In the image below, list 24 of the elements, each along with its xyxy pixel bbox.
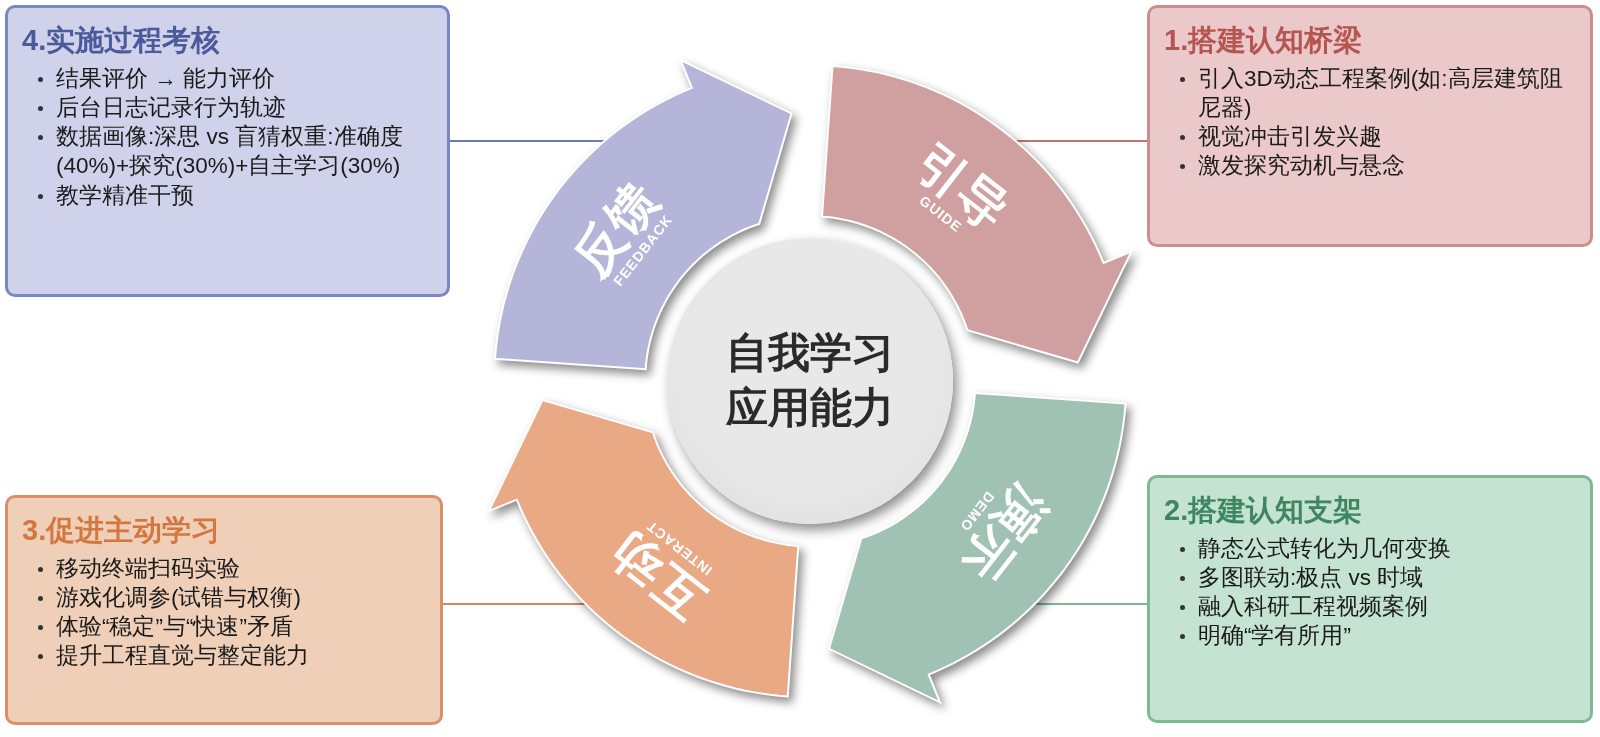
center-title: 自我学习应用能力	[724, 328, 895, 433]
info-card	[5, 495, 443, 725]
bullet-text: 多图联动:极点 vs 时域	[1198, 564, 1424, 590]
bullet-text: 静态公式转化为几何变换	[1198, 535, 1451, 561]
info-card	[5, 5, 450, 297]
bullet-text: 教学精准干预	[56, 182, 194, 208]
info-card	[1147, 5, 1593, 247]
bullet-text: 数据画像:深思 vs 盲猜权重:准确度(40%)+探究(30%)+自主学习(30%)	[56, 124, 403, 179]
bullet-text: 融入科研工程视频案例	[1198, 594, 1428, 620]
card-heading: 3.促进主动学习	[22, 513, 222, 548]
bullet-text: 体验“稳定”与“快速”矛盾	[56, 614, 293, 640]
bullet-text: 结果评价 → 能力评价	[56, 65, 275, 91]
card-heading: 4.实施过程考核	[22, 23, 222, 58]
bullet-text: 视觉冲击引发兴趣	[1198, 124, 1382, 150]
bullet-text: 提升工程直觉与整定能力	[56, 643, 309, 669]
card-heading: 2.搭建认知支架	[1164, 493, 1364, 528]
info-card	[1147, 475, 1593, 723]
bullet-text: 激发探究动机与悬念	[1198, 153, 1405, 179]
bullet-text: 后台日志记录行为轨迹	[56, 94, 286, 120]
bullet-text: 游戏化调参(试错与权衡)	[56, 584, 301, 610]
bullet-text: 引入3D动态工程案例(如:高层建筑阻尼器)	[1198, 65, 1563, 120]
card-heading: 1.搭建认知桥梁	[1164, 23, 1364, 58]
bullet-text: 明确“学有所用”	[1198, 623, 1351, 649]
bullet-text: 移动终端扫码实验	[56, 555, 240, 581]
